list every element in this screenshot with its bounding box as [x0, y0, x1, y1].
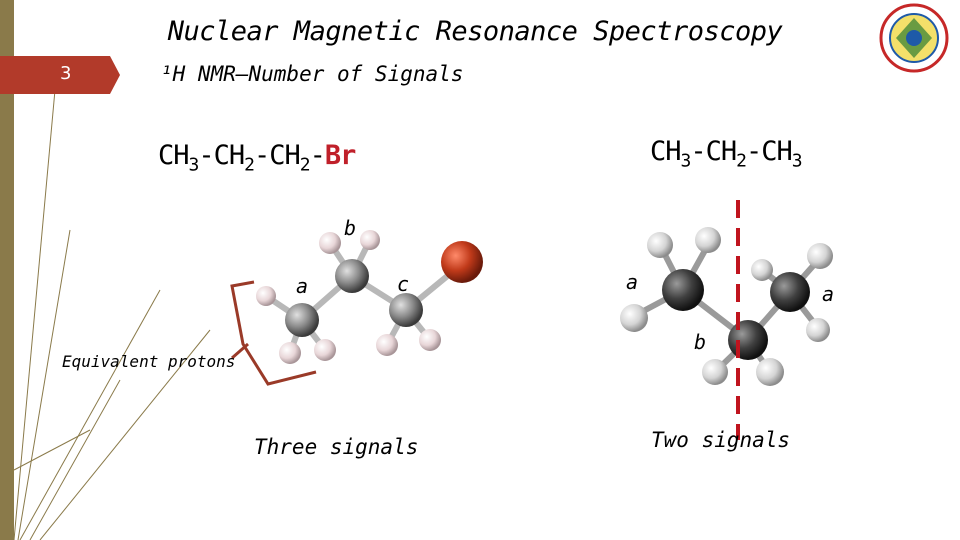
hydrogen-atom: [647, 232, 673, 258]
hydrogen-atom: [695, 227, 721, 253]
slide-subtitle: ¹H NMR—Number of Signals: [160, 62, 464, 86]
carbon-atom: [728, 320, 768, 360]
carbon-atom: [285, 303, 319, 337]
right-caption: Two signals: [651, 428, 791, 452]
hydrogen-atom: [751, 259, 773, 281]
hydrogen-atom: [807, 243, 833, 269]
equivalent-protons-label: Equivalent protons: [62, 352, 236, 371]
slide-number-tab: [0, 56, 120, 94]
hydrogen-atom: [360, 230, 380, 250]
carbon-atom: [770, 272, 810, 312]
hydrogen-atom: [376, 334, 398, 356]
label-b-left: b: [344, 216, 357, 240]
carbon-atom: [662, 269, 704, 311]
hydrogen-atom: [419, 329, 441, 351]
slide-number: 3: [60, 63, 72, 84]
hydrogen-atom: [314, 339, 336, 361]
left-caption: Three signals: [254, 435, 419, 459]
left-formula: CH3-CH2-CH2-Br: [158, 140, 356, 176]
hydrogen-atom: [702, 359, 728, 385]
hydrogen-atom: [319, 232, 341, 254]
right-formula: CH3-CH2-CH3: [650, 136, 803, 172]
label-b-right: b: [694, 330, 707, 354]
decorative-arrows: [13, 89, 211, 540]
label-a-left: a: [296, 274, 309, 298]
slide-title: Nuclear Magnetic Resonance Spectroscopy: [167, 16, 783, 47]
hydrogen-atom: [279, 342, 301, 364]
bromine-atom: [441, 241, 483, 283]
carbon-atom: [389, 293, 423, 327]
hydrogen-atom: [756, 358, 784, 386]
hydrogen-atom: [620, 304, 648, 332]
label-a-right-right: a: [822, 282, 835, 306]
hydrogen-atom: [806, 318, 830, 342]
hydrogen-atom: [256, 286, 276, 306]
label-a-right-left: a: [626, 270, 639, 294]
left-color-bar: [0, 0, 14, 540]
equivalent-protons-bracket: [230, 280, 317, 386]
label-c-left: c: [397, 272, 410, 296]
carbon-atom: [335, 259, 369, 293]
